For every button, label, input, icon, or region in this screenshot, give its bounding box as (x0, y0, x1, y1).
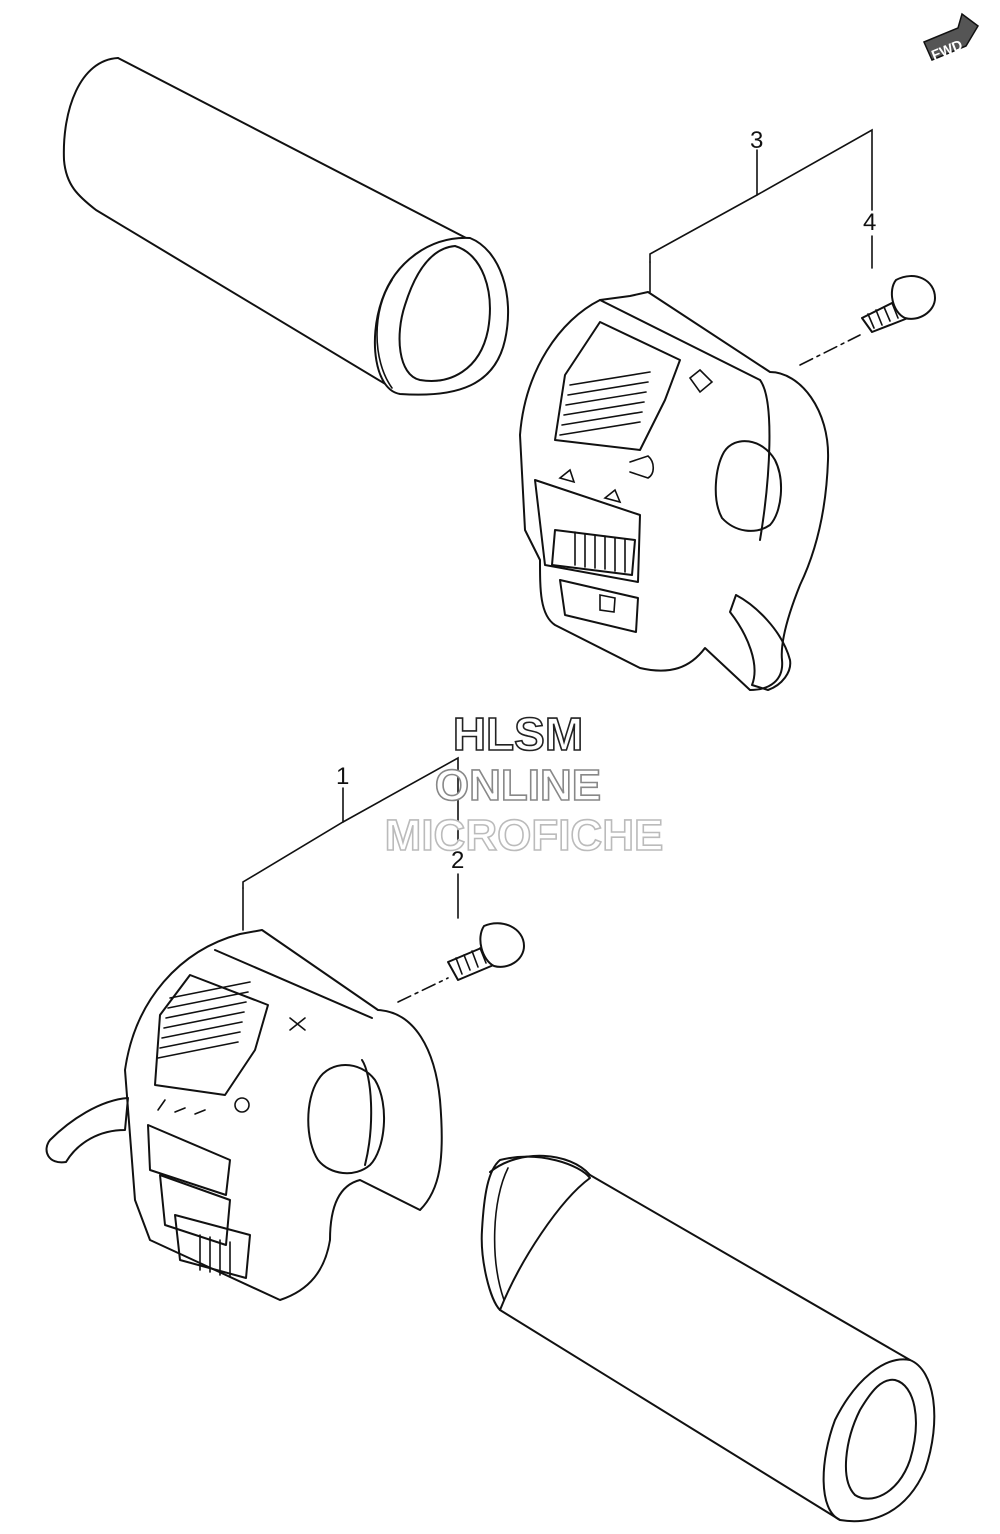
callout-4: 4 (863, 209, 876, 236)
handlebar-switch-right (519, 261, 830, 691)
watermark-line-1: HLSM (453, 708, 583, 760)
callout-leaders-upper (649, 128, 873, 269)
watermark-line-3: MICROFICHE (385, 811, 664, 860)
callout-3: 3 (750, 127, 763, 154)
handlebar-switch-left (45, 887, 443, 1301)
callout-1: 1 (336, 763, 349, 790)
fwd-arrow-icon: FWD (923, 12, 979, 63)
screw-lower (397, 922, 525, 1003)
screw-upper (799, 275, 936, 366)
watermark: HLSM ONLINE MICROFICHE (384, 707, 664, 861)
handlebar-grip-lower (480, 1154, 936, 1523)
watermark-line-2: ONLINE (435, 761, 601, 810)
callout-leaders-lower (242, 756, 459, 919)
throttle-grip-upper (62, 57, 509, 396)
callout-2: 2 (451, 847, 464, 874)
